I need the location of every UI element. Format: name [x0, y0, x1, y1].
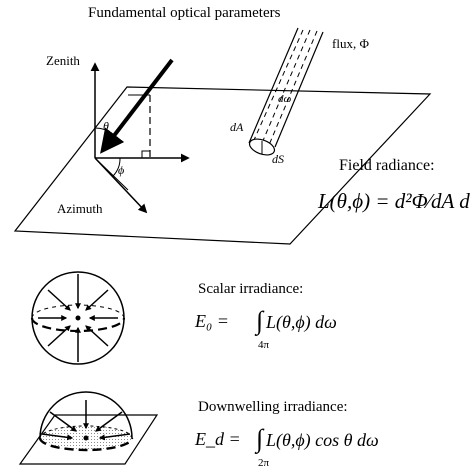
right-angle-marker	[141, 150, 150, 158]
theta-arc	[94, 127, 114, 135]
scalar-irradiance-title: Scalar irradiance:	[198, 281, 304, 297]
incident-ray-arrow	[100, 58, 174, 154]
downwelling-integral-sign: ∫	[256, 424, 264, 453]
flux-ray-2	[261, 29, 311, 144]
scalar-irradiance-lhs: E₀ =	[195, 311, 229, 331]
zenith-label: Zenith	[46, 53, 80, 68]
flux-beam-edge-right	[274, 31, 324, 148]
reference-plane	[13, 86, 432, 245]
phi-label: ϕ	[118, 163, 125, 177]
field-radiance-equation: L(θ,ϕ) = d²Φ⁄dA d	[318, 189, 470, 213]
downwelling-rim-front	[38, 437, 134, 452]
flux-beam-edge-left	[248, 27, 299, 144]
downwelling-irradiance-lhs: E_d =	[195, 429, 241, 449]
downwelling-integrand: L(θ,ϕ) cos θ dω	[266, 430, 379, 450]
flux-label: flux, Φ	[332, 36, 369, 51]
phi-arc	[112, 157, 121, 177]
downwelling-arrow-far-right	[98, 433, 131, 441]
scalar-arrow-tl	[47, 289, 71, 311]
downwelling-hemisphere	[39, 391, 133, 439]
azimuth-projection	[94, 157, 129, 191]
downwelling-arrow-far-left	[41, 433, 74, 441]
solid-angle-label: dω	[278, 93, 292, 105]
downwelling-plane	[18, 414, 159, 465]
downwelling-integral-limit: 2π	[258, 457, 270, 469]
downwelling-center-point	[83, 435, 89, 441]
scalar-arrow-br	[85, 325, 109, 347]
area-label: dA	[230, 120, 244, 134]
azimuth-axis	[94, 157, 148, 214]
downwelling-arrow-right	[95, 411, 123, 432]
azimuth-label: Azimuth	[57, 201, 103, 216]
theta-label: θ	[103, 119, 109, 133]
scalar-arrow-tr	[85, 289, 109, 311]
downwelling-irradiance-title: Downwelling irradiance:	[198, 399, 348, 415]
scalar-center-point	[75, 315, 81, 321]
scalar-integral-sign: ∫	[256, 306, 264, 335]
flux-ray-3	[268, 30, 318, 146]
field-radiance-title: Field radiance:	[339, 157, 435, 174]
surface-label: dS	[272, 152, 284, 166]
downwelling-arrow-left	[49, 411, 77, 432]
flux-ray-1	[253, 29, 304, 141]
scalar-integrand: L(θ,ϕ) dω	[266, 312, 337, 332]
scalar-integral-limit: 4π	[258, 339, 270, 351]
scalar-arrow-bl	[47, 325, 71, 347]
diagram-title: Fundamental optical parameters	[88, 5, 281, 21]
